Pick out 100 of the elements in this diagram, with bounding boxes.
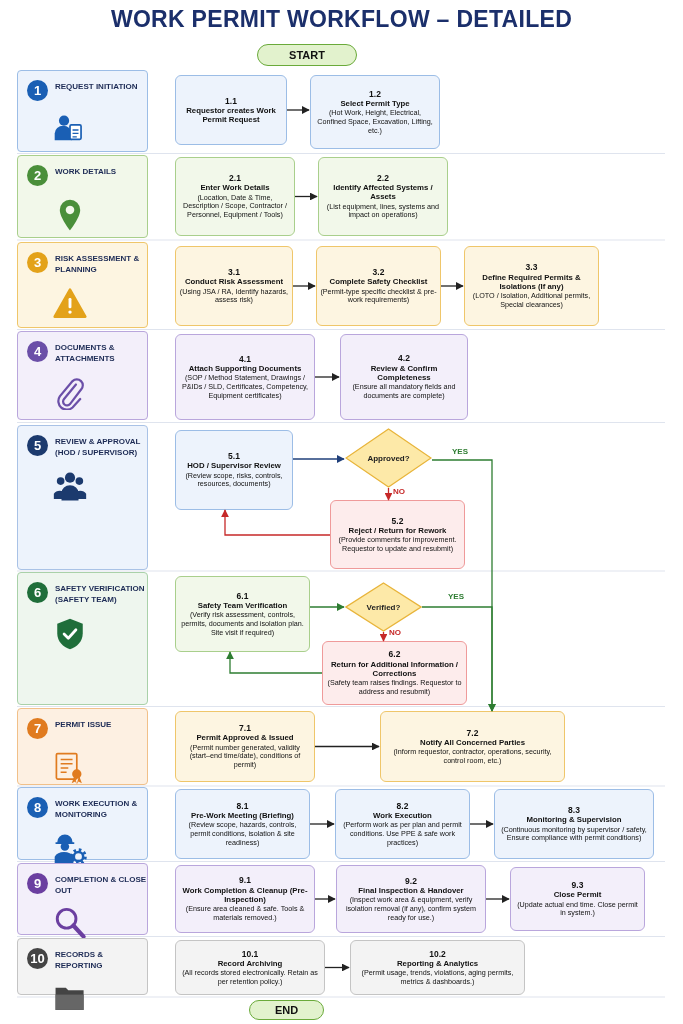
step-number: 4.2 [398, 353, 410, 364]
step-number: 7.2 [466, 727, 479, 738]
process-box [175, 246, 293, 326]
arrow [292, 282, 316, 290]
terminal-label: END [274, 1004, 299, 1016]
process-box [175, 940, 325, 995]
stage-panel [17, 425, 148, 570]
stage-number: 4 [27, 341, 48, 362]
arrow [226, 651, 323, 674]
edge-label: YES [452, 447, 468, 456]
stage-number: 10 [27, 948, 48, 969]
stage-title: REQUEST INITIATION [55, 82, 139, 93]
stage-panel [17, 70, 148, 152]
process-box [175, 789, 310, 859]
stage-panel [17, 242, 148, 328]
process-box [175, 157, 295, 236]
stage-title: RECORDS & REPORTING [55, 950, 104, 972]
stage-title: WORK EXECUTION & MONITORING [55, 799, 139, 821]
decision-label: Verified? [366, 602, 401, 612]
stage-title: WORK DETAILS [55, 167, 118, 178]
step-number: 8.3 [568, 805, 580, 816]
step-number: 1.1 [225, 95, 237, 106]
process-box [175, 865, 315, 933]
stage-panel [17, 572, 148, 705]
stage-number: 3 [27, 252, 48, 273]
step-number: 8.2 [396, 800, 409, 811]
step-number: 7.1 [239, 723, 251, 734]
process-box [175, 711, 315, 782]
process-box [335, 789, 470, 859]
terminal-pill [257, 44, 357, 66]
process-box [380, 711, 565, 782]
stage-title: PERMIT ISSUE [55, 720, 113, 731]
step-number: 3.2 [372, 267, 385, 278]
stage-number: 5 [27, 435, 48, 456]
step-number: 2.2 [377, 172, 389, 184]
step-number: 4.1 [239, 353, 251, 364]
process-box [316, 246, 441, 326]
step-number: 3.1 [228, 267, 240, 278]
step-number: 6.1 [236, 590, 249, 601]
stage-title: DOCUMENTS & ATTACHMENTS [55, 343, 116, 365]
process-box [175, 75, 287, 145]
step-number: 10.1 [241, 948, 259, 959]
stage-number: 1 [27, 80, 48, 101]
stage-panel [17, 708, 148, 785]
decision-label: Approved? [367, 453, 410, 463]
decision-diamond [345, 428, 432, 488]
process-box [510, 867, 645, 931]
step-number: 5.1 [228, 451, 240, 462]
arrow [314, 742, 380, 751]
step-number: 9.3 [571, 880, 584, 891]
stage-title: SAFETY VERIFICATION (SAFETY TEAM) [55, 584, 146, 606]
stage-title: RISK ASSESSMENT & PLANNING [55, 254, 141, 276]
edge-label: NO [393, 487, 405, 496]
arrow [324, 963, 350, 972]
arrow [286, 106, 310, 114]
arrow [292, 455, 345, 463]
stage-panel [17, 863, 148, 935]
arrow [384, 487, 393, 501]
arrow [294, 192, 318, 201]
process-box [464, 246, 599, 326]
arrow [309, 603, 345, 611]
arrow [485, 895, 510, 903]
terminal-label: START [289, 49, 325, 61]
process-box [330, 500, 465, 569]
process-box [175, 576, 310, 652]
arrow [440, 282, 464, 290]
arrow [314, 895, 336, 903]
process-box [322, 641, 467, 705]
process-box [350, 940, 525, 995]
stage-title: REVIEW & APPROVAL (HOD / SUPERVISOR) [55, 437, 142, 459]
stage-number: 6 [27, 582, 48, 603]
step-number: 5.2 [391, 515, 404, 526]
step-number: 3.3 [525, 262, 538, 273]
stage-number: 9 [27, 873, 48, 894]
step-number: 9.1 [239, 875, 251, 886]
process-box [310, 75, 440, 149]
edge-label: NO [389, 628, 401, 637]
arrow [221, 509, 331, 536]
stage-panel [17, 787, 148, 860]
diagram-title: WORK PERMIT WORKFLOW – DETAILED [109, 6, 574, 33]
step-number: 10.2 [429, 948, 446, 959]
stage-title: COMPLETION & CLOSE OUT [55, 875, 147, 897]
stage-panel [17, 331, 148, 420]
step-number: 2.1 [229, 173, 241, 184]
step-number: 1.2 [369, 88, 381, 99]
stage-number: 2 [27, 165, 48, 186]
process-box [175, 334, 315, 420]
stage-number: 7 [27, 718, 48, 739]
arrow [309, 820, 335, 828]
step-number: 9.2 [405, 875, 417, 886]
step-number: 8.1 [236, 800, 249, 811]
edge-label: YES [448, 592, 464, 601]
terminal-pill [249, 1000, 324, 1020]
stage-number: 8 [27, 797, 48, 818]
arrow [314, 373, 340, 381]
decision-diamond [345, 582, 422, 632]
arrow [469, 820, 494, 828]
arrow [421, 606, 496, 712]
process-box [336, 865, 486, 933]
stage-panel [17, 155, 148, 238]
